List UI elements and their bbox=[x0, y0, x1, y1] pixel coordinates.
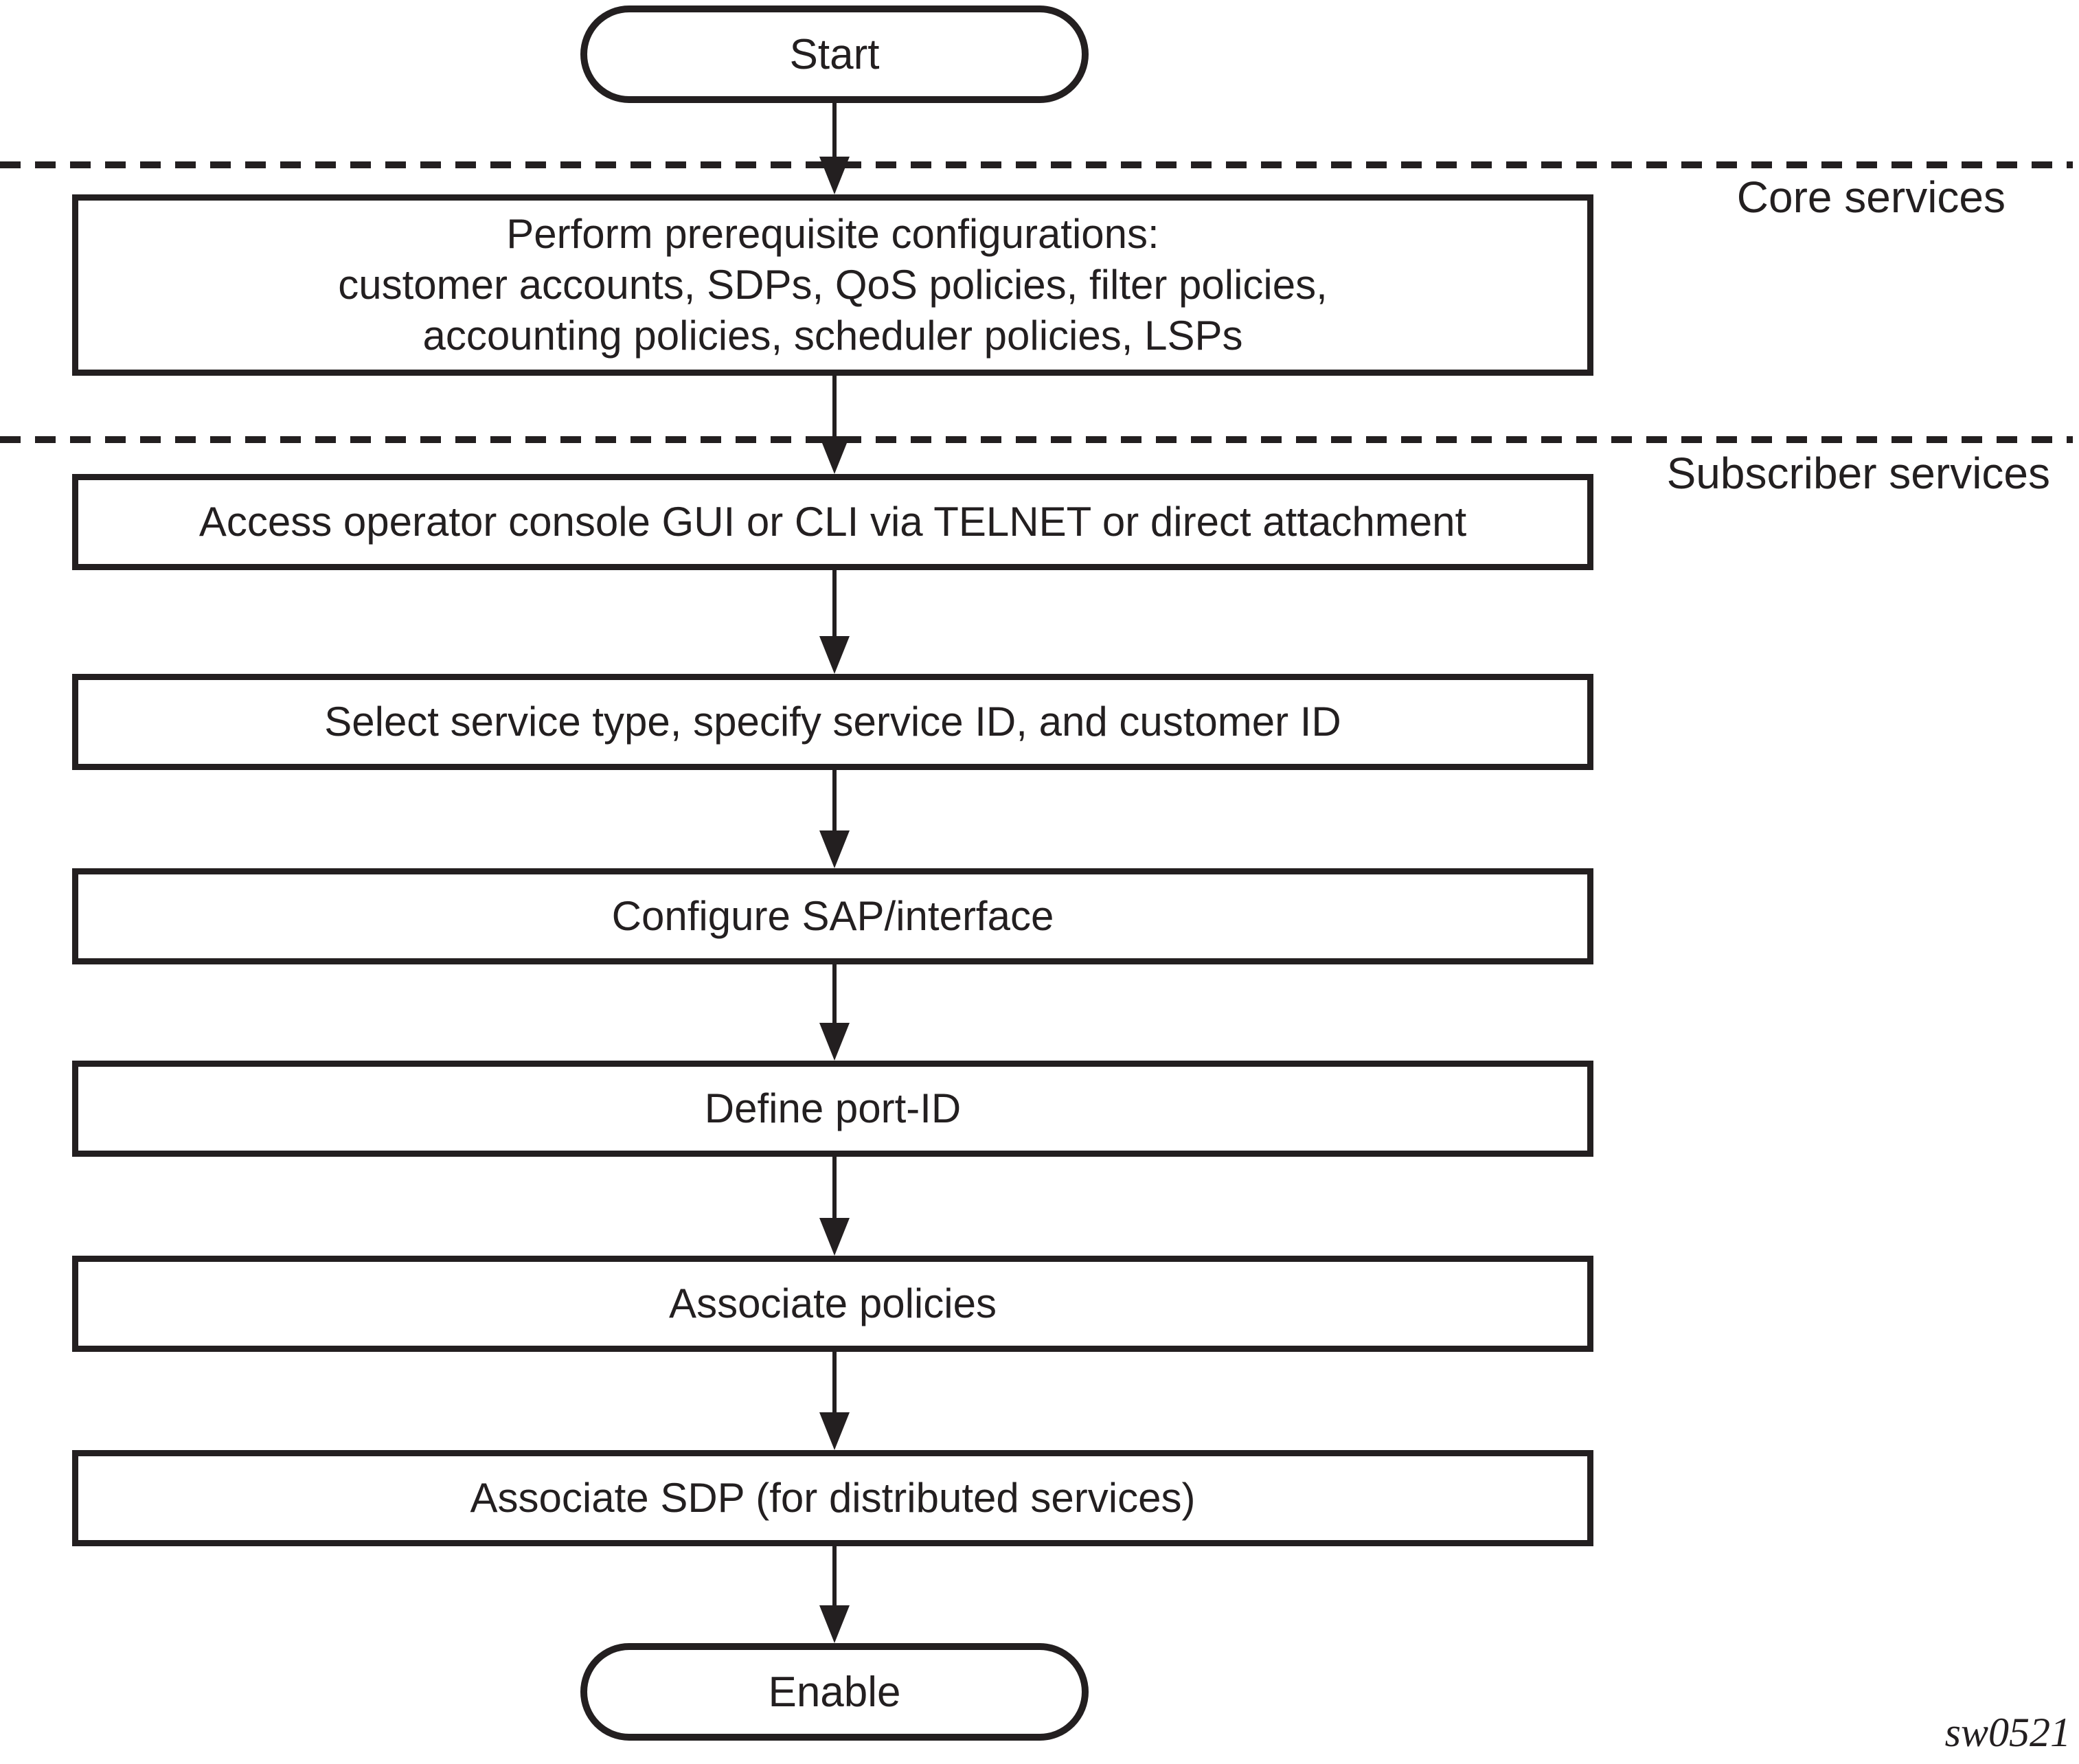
step-prerequisite-configurations: Perform prerequisite configurations: cus… bbox=[72, 194, 1593, 376]
step-text-line: accounting policies, scheduler policies,… bbox=[422, 313, 1243, 359]
step-configure-sap-interface: Configure SAP/interface bbox=[72, 868, 1593, 964]
arrow-configure-to-define bbox=[819, 963, 850, 1061]
enable-terminator: Enable bbox=[580, 1643, 1089, 1741]
step-text-line: Perform prerequisite configurations: bbox=[506, 211, 1159, 257]
arrow-sdp-to-enable bbox=[819, 1545, 850, 1643]
step-text-line: Configure SAP/interface bbox=[611, 893, 1054, 939]
step-associate-policies: Associate policies bbox=[72, 1256, 1593, 1352]
figure-code: sw0521 bbox=[1944, 1710, 2071, 1755]
start-terminator: Start bbox=[580, 5, 1089, 103]
arrow-policies-to-sdp bbox=[819, 1350, 850, 1450]
step-text-line: Associate policies bbox=[669, 1280, 997, 1326]
start-label: Start bbox=[789, 30, 880, 78]
arrow-start-to-prerequisites bbox=[819, 102, 850, 194]
core-services-label: Core services bbox=[1736, 172, 2006, 222]
subscriber-services-label: Subscriber services bbox=[1666, 449, 2050, 498]
step-text-line: Access operator console GUI or CLI via T… bbox=[198, 499, 1467, 545]
step-associate-sdp: Associate SDP (for distributed services) bbox=[72, 1450, 1593, 1546]
step-select-service-type: Select service type, specify service ID,… bbox=[72, 674, 1593, 770]
step-access-operator-console: Access operator console GUI or CLI via T… bbox=[72, 474, 1593, 570]
arrow-select-to-configure bbox=[819, 769, 850, 868]
step-define-port-id: Define port-ID bbox=[72, 1061, 1593, 1157]
step-text-line: Define port-ID bbox=[704, 1085, 962, 1131]
arrow-define-to-policies bbox=[819, 1155, 850, 1256]
step-text-line: Select service type, specify service ID,… bbox=[324, 699, 1341, 745]
arrow-prerequisites-to-access bbox=[819, 376, 850, 474]
step-text-line: customer accounts, SDPs, QoS policies, f… bbox=[338, 262, 1328, 308]
arrow-access-to-select bbox=[819, 569, 850, 674]
enable-label: Enable bbox=[768, 1668, 901, 1716]
step-text-line: Associate SDP (for distributed services) bbox=[470, 1475, 1196, 1521]
